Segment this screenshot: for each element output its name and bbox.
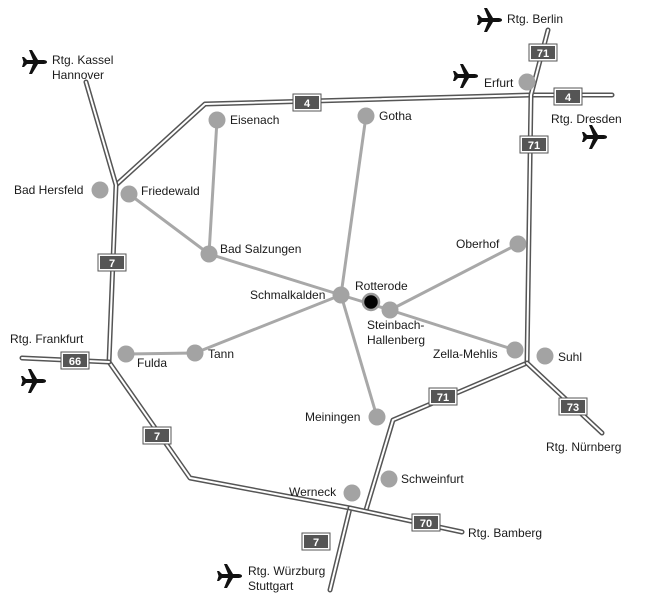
airplane-icon <box>477 8 502 32</box>
label-rtg-wuerzburg: Rtg. Würzburg <box>248 564 325 578</box>
highways <box>19 27 615 593</box>
shield-a71-top: 71 <box>528 43 558 62</box>
svg-text:73: 73 <box>567 402 579 414</box>
label-steinbach-line1: Steinbach- <box>367 318 424 332</box>
town-labels: Eisenach Gotha Erfurt Bad Hersfeld Fried… <box>14 76 582 499</box>
road-steinbach-zella-mehlis <box>388 308 517 352</box>
label-suhl: Suhl <box>558 350 582 364</box>
label-tann: Tann <box>208 347 234 361</box>
town-marker-zella-mehlis <box>506 341 524 359</box>
town-marker-meiningen <box>368 408 386 426</box>
svg-text:70: 70 <box>420 518 432 530</box>
label-rotterode: Rotterode <box>355 279 408 293</box>
town-marker-tann <box>186 344 204 362</box>
airplane-icon <box>21 369 46 393</box>
shield-a70: 70 <box>411 513 441 532</box>
road-tann-fulda <box>124 351 197 356</box>
town-marker-gotha <box>357 107 375 125</box>
label-erfurt: Erfurt <box>484 76 514 90</box>
local-roads <box>124 114 520 419</box>
label-oberhof: Oberhof <box>456 237 500 251</box>
shield-a66: 66 <box>60 351 90 370</box>
road-eisenach-bad-salzungen <box>207 118 219 256</box>
town-marker-werneck <box>343 484 361 502</box>
label-rtg-dresden: Rtg. Dresden <box>551 112 622 126</box>
svg-text:66: 66 <box>69 356 81 368</box>
town-marker-suhl <box>536 347 554 365</box>
airplane-icon <box>582 125 607 149</box>
town-marker-eisenach <box>208 111 226 129</box>
road-gotha-schmalkalden <box>339 114 368 297</box>
label-meiningen: Meiningen <box>305 410 360 424</box>
airplane-icon <box>453 64 478 88</box>
svg-text:71: 71 <box>528 140 540 152</box>
label-rtg-stuttgart: Stuttgart <box>248 579 294 593</box>
shield-a73: 73 <box>558 397 588 416</box>
label-bad-salzungen: Bad Salzungen <box>220 242 301 256</box>
town-marker-rotterode <box>361 292 381 312</box>
label-rtg-hannover: Hannover <box>52 68 104 82</box>
town-marker-schmalkalden <box>332 286 350 304</box>
label-eisenach: Eisenach <box>230 113 279 127</box>
label-fulda: Fulda <box>137 356 167 370</box>
destination-labels: Rtg. Berlin Rtg. Kassel Hannover Rtg. Dr… <box>10 12 622 593</box>
town-markers <box>91 73 554 502</box>
svg-text:4: 4 <box>565 92 572 104</box>
label-zella-mehlis: Zella-Mehlis <box>433 347 498 361</box>
label-gotha: Gotha <box>379 109 412 123</box>
label-rtg-berlin: Rtg. Berlin <box>507 12 563 26</box>
label-rtg-frankfurt: Rtg. Frankfurt <box>10 332 84 346</box>
town-marker-erfurt <box>518 73 536 91</box>
town-marker-friedewald <box>120 185 138 203</box>
svg-text:7: 7 <box>154 431 160 443</box>
label-rtg-bamberg: Rtg. Bamberg <box>468 526 542 540</box>
shield-a71-mid: 71 <box>519 135 549 154</box>
highway-a7 <box>83 79 353 593</box>
svg-text:4: 4 <box>304 98 311 110</box>
label-bad-hersfeld: Bad Hersfeld <box>14 183 83 197</box>
airplane-icon <box>217 564 242 588</box>
road-bad-salzungen-schmalkalden <box>207 252 343 297</box>
label-friedewald: Friedewald <box>141 184 200 198</box>
road-schmalkalden-tann <box>193 293 343 355</box>
town-marker-bad-salzungen <box>200 245 218 263</box>
road-schmalkalden-meiningen <box>339 293 379 419</box>
shield-a7-north: 7 <box>97 253 127 272</box>
highway-a71 <box>363 27 551 513</box>
town-marker-steinbach-hallenberg <box>381 301 399 319</box>
label-werneck: Werneck <box>289 485 337 499</box>
shield-a7-bottom: 7 <box>301 532 331 551</box>
shield-a7-south: 7 <box>142 426 172 445</box>
town-marker-bad-hersfeld <box>91 181 109 199</box>
highway-shields: 4 4 71 71 71 7 7 <box>60 43 588 551</box>
label-rtg-nuernberg: Rtg. Nürnberg <box>546 440 621 454</box>
town-marker-oberhof <box>509 235 527 253</box>
shield-a71-south: 71 <box>428 387 458 406</box>
town-marker-schweinfurt <box>380 470 398 488</box>
shield-a4-west: 4 <box>292 93 322 112</box>
svg-text:7: 7 <box>109 258 115 270</box>
svg-text:71: 71 <box>537 48 549 60</box>
label-schweinfurt: Schweinfurt <box>401 472 464 486</box>
label-schmalkalden: Schmalkalden <box>250 288 325 302</box>
svg-text:71: 71 <box>437 392 449 404</box>
label-rtg-kassel: Rtg. Kassel <box>52 53 113 67</box>
road-steinbach-oberhof <box>388 242 520 312</box>
road-friedewald-bad-salzungen <box>127 192 211 256</box>
town-marker-fulda <box>117 345 135 363</box>
airplane-icon <box>22 50 47 74</box>
label-steinbach-line2: Hallenberg <box>367 333 425 347</box>
svg-text:7: 7 <box>313 537 319 549</box>
shield-a4-east: 4 <box>553 87 583 106</box>
